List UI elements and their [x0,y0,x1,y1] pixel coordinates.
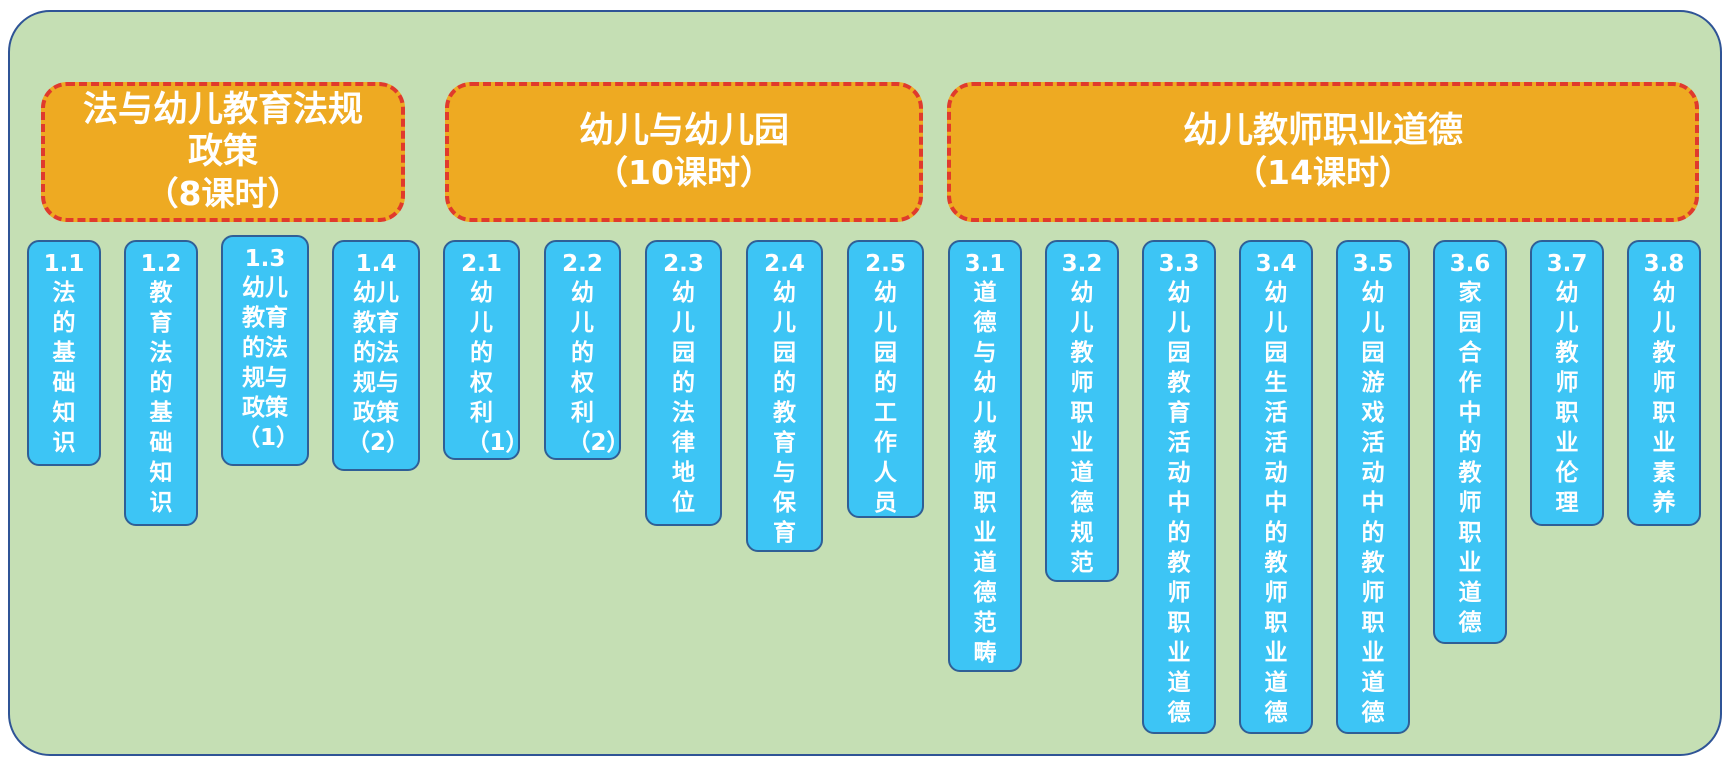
topic-2-1: 2.1 幼儿的权利（1） [443,240,520,460]
topic-label: 幼儿教师职业道德规范 [1070,280,1094,576]
topic-3-3: 3.3 幼儿园教育活动中的教师职业道德 [1142,240,1216,734]
group-3-hours: （14课时） [1234,153,1412,192]
topic-label: 幼儿教育的法规与政策（1） [237,275,300,451]
group-2-hours: （10课时） [595,153,773,192]
topic-number: 3.1 [964,251,1006,277]
group-1-title: 法与幼儿教育法规政策 [82,90,363,172]
group-header-3: 幼儿教师职业道德 （14课时） [947,82,1699,222]
topic-number: 2.5 [865,251,906,277]
topic-number: 3.6 [1449,251,1491,277]
topic-number: 3.8 [1643,251,1685,277]
topic-3-7: 3.7 幼儿教师职业伦理 [1530,240,1604,526]
topic-label: 幼儿教师职业素养 [1652,280,1676,516]
topic-number: 1.4 [355,251,397,277]
topic-label: 家园合作中的教师职业道德 [1458,280,1482,636]
topic-label: 幼儿园的教育与保育 [773,280,796,546]
topic-3-4: 3.4 幼儿园生活活动中的教师职业道德 [1239,240,1313,734]
topic-number: 1.1 [43,251,85,277]
topic-3-6: 3.6 家园合作中的教师职业道德 [1433,240,1507,644]
topic-1-4: 1.4 幼儿教育的法规与政策（2） [332,240,420,471]
topic-2-2: 2.2 幼儿的权利（2） [544,240,621,460]
topic-number: 1.2 [140,251,182,277]
group-header-2: 幼儿与幼儿园 （10课时） [445,82,923,222]
topic-label: 道德与幼儿教师职业道德范畴 [973,280,997,666]
topic-label: 幼儿园的法律地位 [672,280,695,516]
topic-3-1: 3.1 道德与幼儿教师职业道德范畴 [948,240,1022,672]
topic-2-5: 2.5 幼儿园的工作人员 [847,240,924,518]
topic-label: 幼儿教师职业伦理 [1555,280,1579,516]
group-3-title: 幼儿教师职业道德 [1182,111,1463,151]
topic-label: 幼儿园教育活动中的教师职业道德 [1167,280,1191,726]
topic-3-8: 3.8 幼儿教师职业素养 [1627,240,1701,526]
topic-label: 幼儿园游戏活动中的教师职业道德 [1361,280,1385,726]
group-header-1: 法与幼儿教育法规政策 （8课时） [41,82,405,222]
topic-label: 幼儿园生活活动中的教师职业道德 [1264,280,1288,726]
topic-number: 1.3 [244,246,286,272]
group-1-hours: （8课时） [145,174,301,213]
topic-number: 2.4 [764,251,805,277]
topic-2-3: 2.3 幼儿园的法律地位 [645,240,722,526]
topic-number: 2.1 [461,251,502,277]
topic-number: 2.3 [663,251,704,277]
topic-3-5: 3.5 幼儿园游戏活动中的教师职业道德 [1336,240,1410,734]
topic-label: 幼儿的权利（1） [466,280,519,456]
topic-3-2: 3.2 幼儿教师职业道德规范 [1045,240,1119,582]
topic-number: 2.2 [562,251,603,277]
topic-number: 3.3 [1158,251,1200,277]
topic-2-4: 2.4 幼儿园的教育与保育 [746,240,823,552]
topic-label: 幼儿园的工作人员 [874,280,897,516]
topic-number: 3.2 [1061,251,1103,277]
topic-number: 3.5 [1352,251,1394,277]
topic-1-2: 1.2 教育法的基础知识 [124,240,198,526]
topic-label: 教育法的基础知识 [149,280,173,516]
topic-1-1: 1.1 法的基础知识 [27,240,101,466]
group-2-title: 幼儿与幼儿园 [578,111,789,151]
topic-number: 3.4 [1255,251,1297,277]
topic-label: 幼儿的权利（2） [567,280,620,456]
topic-label: 幼儿教育的法规与政策（2） [347,280,410,456]
topic-number: 3.7 [1546,251,1588,277]
topic-1-3: 1.3 幼儿教育的法规与政策（1） [221,235,309,466]
topic-label: 法的基础知识 [52,280,76,456]
